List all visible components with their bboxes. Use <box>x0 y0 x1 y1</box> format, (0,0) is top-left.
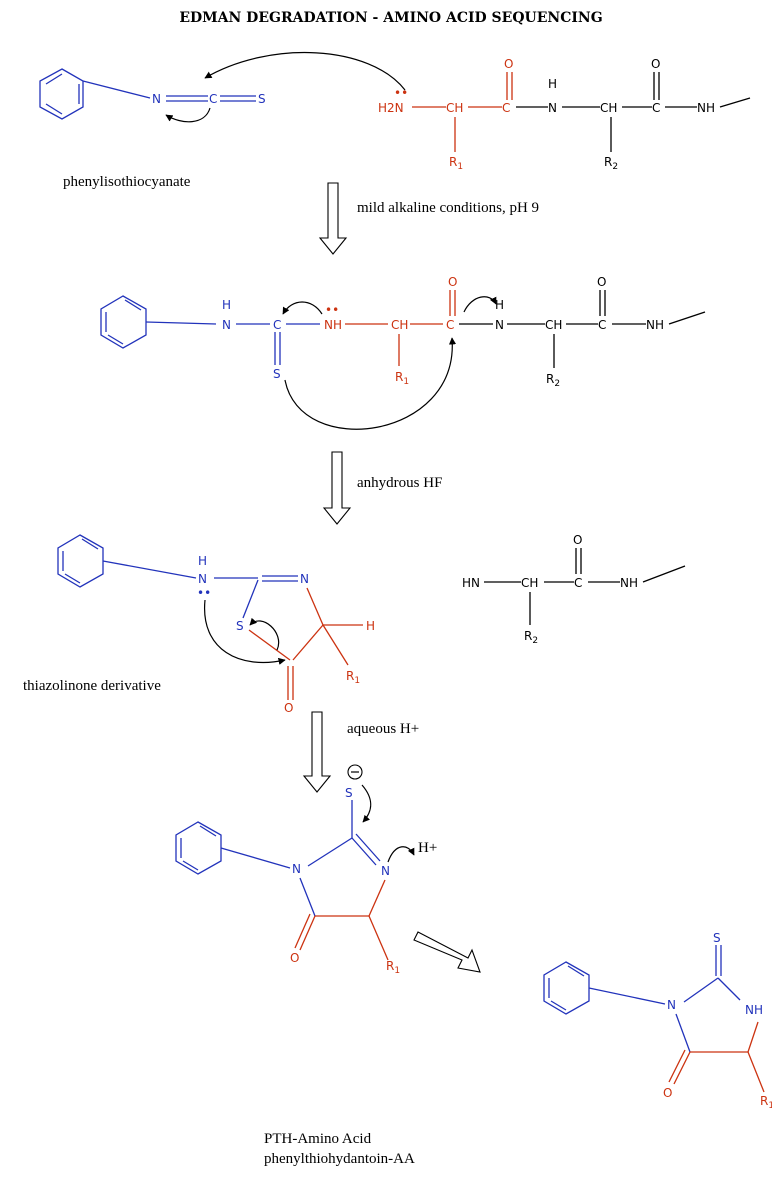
nucleophilic-attack-arrow <box>204 51 406 91</box>
ptc-carbonyl-oxygen-2: O <box>597 275 606 289</box>
diagram-title: EDMAN DEGRADATION - AMINO ACID SEQUENCIN… <box>179 10 602 26</box>
ptc-carbonyl-carbon-2: C <box>598 318 606 332</box>
new-n-terminus: HN <box>462 576 480 590</box>
reagent-caption: phenylisothiocyanate <box>63 174 191 190</box>
nitrogen-atom: N <box>152 92 161 106</box>
pth-thione-sulfur: S <box>713 931 721 945</box>
thiazolinone-phenyl <box>57 534 298 619</box>
thiocarbonyl-attack-arrow <box>282 301 323 315</box>
shortened-peptide <box>484 548 686 625</box>
ptc-nitrogen: N <box>222 318 231 332</box>
sulfur-shift-arrow <box>249 617 280 651</box>
pth-product-red <box>668 1021 765 1093</box>
side-chain-r1: R1 <box>449 155 463 172</box>
sulfur-cyclization-arrow <box>284 337 457 430</box>
phenylthiocarbamoyl-group <box>100 295 320 365</box>
lone-pair: •• <box>394 86 408 100</box>
side-chain-r2: R2 <box>604 155 618 172</box>
thiolate-electron-arrow <box>361 784 372 823</box>
negative-charge-icon <box>347 764 363 780</box>
reaction-arrow-4 <box>413 931 481 973</box>
alpha-carbon-2: CH <box>600 101 617 115</box>
ptc-carbonyl-oxygen: O <box>448 275 457 289</box>
reaction-arrow-2 <box>322 451 352 525</box>
ptc-side-chain-r1: R1 <box>395 370 409 387</box>
intermediate-caption: thiazolinone derivative <box>23 678 161 694</box>
new-carbonyl-carbon: C <box>574 576 582 590</box>
ptc-lone-pair: •• <box>325 303 339 317</box>
proton-label: H+ <box>418 840 437 856</box>
thiocarbonyl-carbon: C <box>273 318 281 332</box>
amide-cleavage-arrow <box>463 296 497 313</box>
thiazolinone-ring-red <box>248 587 363 700</box>
thiazolinone-lone-pair: •• <box>197 586 211 600</box>
carbonyl-carbon: C <box>502 101 510 115</box>
new-alpha-carbon: CH <box>521 576 538 590</box>
thiocarbonyl-sulfur: S <box>273 367 281 381</box>
ptc-hydrogen: H <box>222 298 231 312</box>
step3-condition: aqueous H+ <box>347 721 419 737</box>
imidazole-n3: N <box>381 864 390 878</box>
ptc-alpha-carbon-2: CH <box>545 318 562 332</box>
reaction-arrow-1 <box>318 182 348 255</box>
ptc-alpha-carbon: CH <box>391 318 408 332</box>
protonation-arrow <box>387 846 415 863</box>
carbon-atom: C <box>209 92 217 106</box>
thiolate-sulfur: S <box>345 786 353 800</box>
amine-group: H2N <box>378 101 404 115</box>
step2-condition: anhydrous HF <box>357 475 442 491</box>
thiazolinone-nh-h: H <box>198 554 207 568</box>
sulfur-atom: S <box>258 92 266 106</box>
carbonyl-oxygen: O <box>504 57 513 71</box>
new-side-chain-r2: R2 <box>524 629 538 646</box>
ptc-amide-nh: NH <box>324 318 342 332</box>
pth-n1: N <box>667 998 676 1012</box>
ptc-amide-n: N <box>495 318 504 332</box>
phenylisothiocyanate-molecule <box>39 68 256 120</box>
pth-carbonyl-oxygen: O <box>663 1086 672 1100</box>
carbonyl-carbon-2: C <box>652 101 660 115</box>
electron-shift-arrow <box>165 107 211 123</box>
imidazole-n1: N <box>292 862 301 876</box>
ptc-side-chain-r2: R2 <box>546 372 560 389</box>
alpha-carbon: CH <box>446 101 463 115</box>
ring-side-chain-r1: R1 <box>346 669 360 686</box>
ptc-first-residue <box>345 290 456 366</box>
step1-condition: mild alkaline conditions, pH 9 <box>357 200 539 216</box>
rearrangement-oxygen: O <box>290 951 299 965</box>
ring-sulfur: S <box>236 619 244 633</box>
ptc-amide-nh-2: NH <box>646 318 664 332</box>
peptide-n-terminal-residue <box>412 72 513 152</box>
ptc-carbonyl-carbon: C <box>446 318 454 332</box>
amide-nh: NH <box>697 101 715 115</box>
new-amide-nh: NH <box>620 576 638 590</box>
ring-nitrogen: N <box>300 572 309 586</box>
ring-carbonyl-oxygen: O <box>284 701 293 715</box>
product-caption-line1: PTH-Amino Acid <box>264 1131 372 1147</box>
reaction-arrow-3 <box>302 711 332 793</box>
ring-hydrogen: H <box>366 619 375 633</box>
rearrangement-side-chain-r1: R1 <box>386 959 400 976</box>
rearrangement-ring-red <box>294 879 389 961</box>
product-caption-line2: phenylthiohydantoin-AA <box>264 1151 415 1167</box>
amide-nitrogen: N <box>548 101 557 115</box>
pth-nh: NH <box>745 1003 763 1017</box>
carbonyl-oxygen-2: O <box>651 57 660 71</box>
thiazolinone-nh: N <box>198 572 207 586</box>
new-carbonyl-oxygen: O <box>573 533 582 547</box>
pth-side-chain-r1: R1 <box>760 1094 772 1111</box>
ptc-remaining-chain <box>459 290 706 368</box>
ring-closure-arrow <box>204 599 286 665</box>
pth-product-blue <box>543 945 741 1053</box>
ptc-amide-h: H <box>495 298 504 312</box>
amide-hydrogen: H <box>548 77 557 91</box>
peptide-remaining-chain <box>516 72 751 152</box>
rearrangement-phenyl <box>175 800 381 917</box>
